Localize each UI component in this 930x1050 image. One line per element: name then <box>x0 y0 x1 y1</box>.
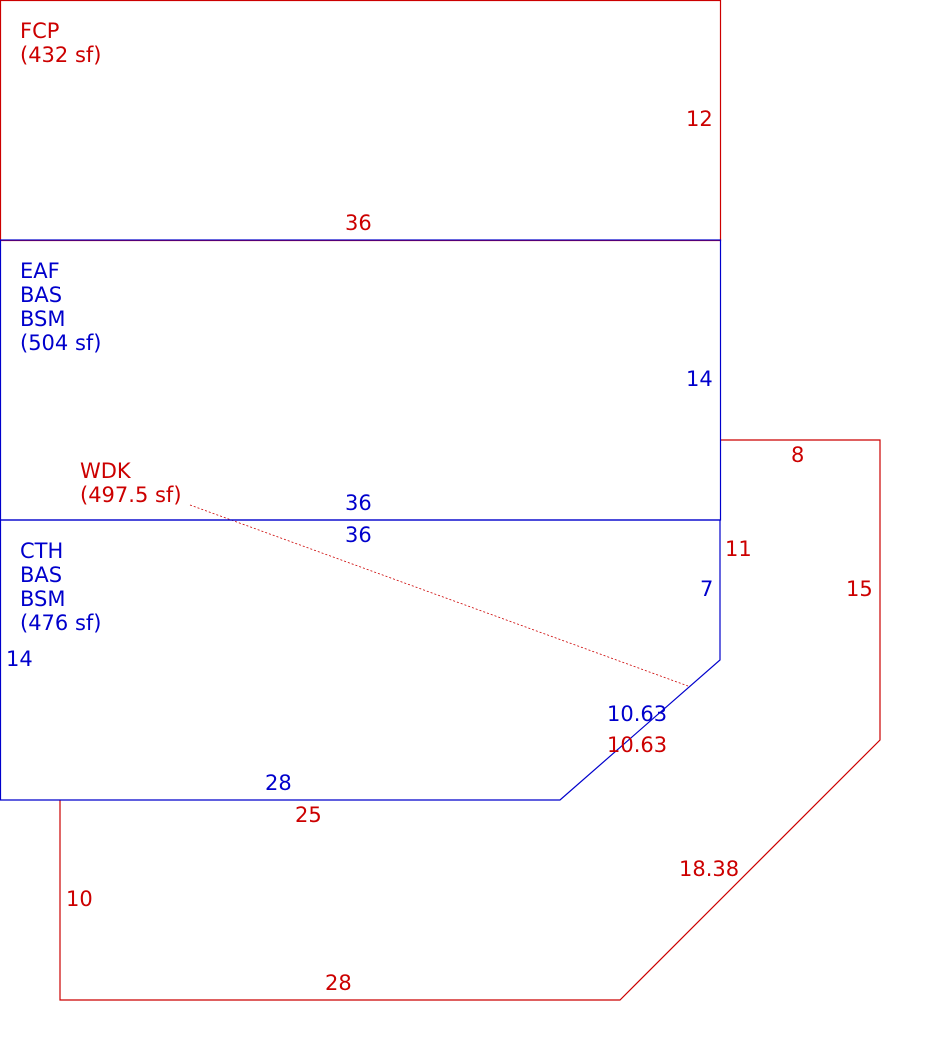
dim-wdk-diagonal-outer: 18.38 <box>679 857 739 881</box>
cth-label: CTH BAS BSM (476 sf) <box>20 539 101 635</box>
eaf-label-line: BSM <box>20 307 66 331</box>
dim-cth-right: 7 <box>700 577 713 601</box>
wdk-diagonal-reference <box>189 504 689 687</box>
dim-wdk-right: 15 <box>846 577 873 601</box>
dim-eaf-right: 14 <box>686 367 713 391</box>
fcp-label: FCP (432 sf) <box>20 19 101 67</box>
cth-outline <box>0 519 721 801</box>
dim-eaf-bottom: 36 <box>345 491 372 515</box>
wdk-label-line: WDK <box>80 459 132 483</box>
wdk-label-line: (497.5 sf) <box>80 483 182 507</box>
eaf-label: EAF BAS BSM (504 sf) <box>20 259 101 355</box>
dim-cth-diagonal: 10.63 <box>607 702 667 726</box>
fcp-label-line: (432 sf) <box>20 43 101 67</box>
cth-label-line: (476 sf) <box>20 611 101 635</box>
dim-fcp-right: 12 <box>686 107 713 131</box>
dim-cth-bottom: 28 <box>265 771 292 795</box>
dim-fcp-bottom: 36 <box>345 211 372 235</box>
eaf-label-line: BAS <box>20 283 62 307</box>
dim-wdk-top: 8 <box>791 443 804 467</box>
dim-wdk-bottom: 28 <box>325 971 352 995</box>
wdk-outline <box>59 439 881 1001</box>
cth-label-line: CTH <box>20 539 63 563</box>
cth-label-line: BAS <box>20 563 62 587</box>
wdk-label: WDK (497.5 sf) <box>80 459 182 507</box>
dim-cth-left: 14 <box>6 647 33 671</box>
dim-wdk-right-upper: 11 <box>725 537 752 561</box>
dim-wdk-diagonal-inner: 10.63 <box>607 733 667 757</box>
dim-wdk-inner-bottom: 25 <box>295 803 322 827</box>
dim-cth-top: 36 <box>345 523 372 547</box>
fcp-label-line: FCP <box>20 19 59 43</box>
cth-label-line: BSM <box>20 587 66 611</box>
dim-wdk-left: 10 <box>66 887 93 911</box>
eaf-label-line: EAF <box>20 259 60 283</box>
fcp-outline <box>0 0 722 242</box>
eaf-label-line: (504 sf) <box>20 331 101 355</box>
